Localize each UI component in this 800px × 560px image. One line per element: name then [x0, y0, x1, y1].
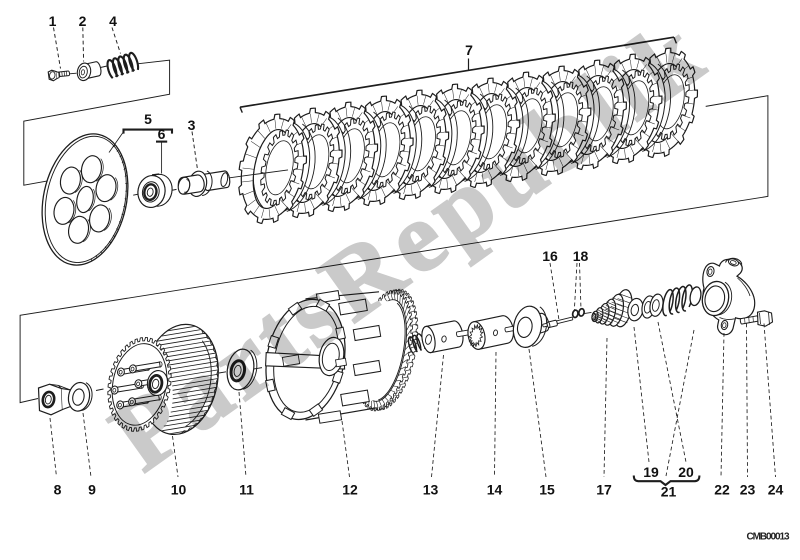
svg-text:20: 20	[678, 464, 694, 480]
svg-text:8: 8	[54, 482, 62, 498]
svg-text:12: 12	[342, 482, 358, 498]
svg-text:5: 5	[144, 111, 152, 127]
svg-text:23: 23	[740, 482, 756, 498]
svg-text:4: 4	[109, 13, 117, 29]
svg-text:21: 21	[661, 484, 677, 500]
svg-text:15: 15	[539, 482, 555, 498]
svg-text:2: 2	[79, 13, 87, 29]
svg-text:11: 11	[239, 482, 254, 498]
svg-text:7: 7	[465, 42, 473, 58]
svg-text:22: 22	[714, 482, 730, 498]
svg-text:1: 1	[49, 13, 57, 29]
svg-text:3: 3	[188, 117, 196, 133]
svg-text:16: 16	[542, 248, 558, 264]
svg-text:13: 13	[423, 482, 439, 498]
svg-text:18: 18	[573, 248, 589, 264]
svg-text:17: 17	[596, 482, 612, 498]
svg-text:CMB00013: CMB00013	[747, 532, 790, 543]
svg-text:6: 6	[158, 126, 166, 142]
svg-text:19: 19	[643, 464, 659, 480]
svg-text:9: 9	[88, 482, 96, 498]
svg-text:24: 24	[768, 482, 784, 498]
svg-text:10: 10	[171, 482, 187, 498]
svg-text:14: 14	[487, 482, 503, 498]
